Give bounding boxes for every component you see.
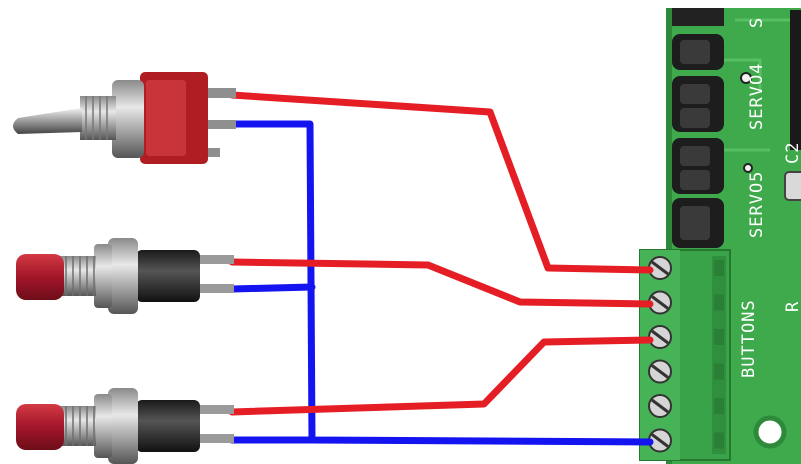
terminal-screws bbox=[648, 256, 724, 453]
switch-pin bbox=[200, 148, 220, 157]
screw-slot bbox=[651, 433, 669, 448]
wire-red-button2 bbox=[228, 336, 654, 416]
pcb-trace bbox=[722, 58, 762, 90]
button-washer bbox=[94, 244, 112, 308]
button-cap bbox=[16, 254, 64, 300]
label-c2: C2 bbox=[783, 142, 801, 164]
terminal-face bbox=[640, 250, 680, 460]
terminal-slot bbox=[714, 329, 724, 345]
pcb-edge bbox=[666, 8, 672, 464]
screw-slot bbox=[651, 260, 669, 276]
terminal-slot bbox=[714, 260, 724, 276]
servo-header bbox=[672, 8, 724, 248]
label-servo5: SERVO5 bbox=[747, 171, 767, 238]
header-pin bbox=[680, 146, 710, 166]
button-washer bbox=[94, 394, 112, 458]
mounting-hole bbox=[753, 415, 787, 449]
wire-blue-button1 bbox=[228, 283, 316, 293]
pcb-via bbox=[740, 72, 752, 84]
header-pin bbox=[680, 108, 710, 128]
button-nut bbox=[108, 388, 138, 464]
button-pin bbox=[190, 284, 234, 293]
switch-nut bbox=[112, 80, 144, 158]
button-body bbox=[136, 250, 200, 302]
switch-lever bbox=[13, 108, 82, 134]
terminal-side bbox=[712, 256, 726, 454]
switch-pin bbox=[200, 88, 236, 98]
header-pin-block bbox=[672, 8, 724, 26]
header-pin bbox=[680, 170, 710, 190]
button-cap bbox=[16, 404, 64, 450]
screw-slot bbox=[651, 295, 669, 310]
header-pin bbox=[680, 40, 710, 64]
screw-slot bbox=[651, 329, 669, 345]
ic-chip bbox=[790, 10, 801, 150]
wire-blue-toggle bbox=[228, 120, 654, 446]
wire-red-button1 bbox=[228, 258, 654, 308]
wires bbox=[228, 91, 654, 446]
terminal-block bbox=[639, 249, 731, 461]
button-pin bbox=[190, 434, 234, 443]
label-servo-partial: S bbox=[747, 17, 767, 28]
label-buttons: BUTTONS bbox=[739, 299, 759, 378]
button-pin bbox=[190, 405, 234, 414]
push-button-1 bbox=[16, 238, 234, 314]
toggle-switch bbox=[13, 72, 236, 164]
header-pin bbox=[680, 206, 710, 240]
pcb-via bbox=[743, 163, 753, 173]
label-servo4: SERVO4 bbox=[747, 63, 767, 130]
button-body bbox=[136, 400, 200, 452]
terminal-slot bbox=[714, 294, 724, 311]
screw-slot bbox=[651, 364, 669, 379]
button-nut bbox=[108, 238, 138, 314]
header-pin bbox=[680, 84, 710, 104]
wire-red-toggle bbox=[228, 91, 654, 274]
button-pin bbox=[190, 255, 234, 264]
terminal-slot bbox=[714, 432, 724, 449]
capacitor-c2 bbox=[784, 171, 801, 201]
label-r-partial: R bbox=[783, 301, 801, 312]
switch-pin bbox=[200, 120, 236, 129]
terminal-slot bbox=[714, 398, 724, 414]
switch-body-face bbox=[146, 80, 186, 156]
screw-slot bbox=[651, 398, 669, 414]
terminal-slot bbox=[714, 363, 724, 380]
push-button-2 bbox=[16, 388, 234, 464]
